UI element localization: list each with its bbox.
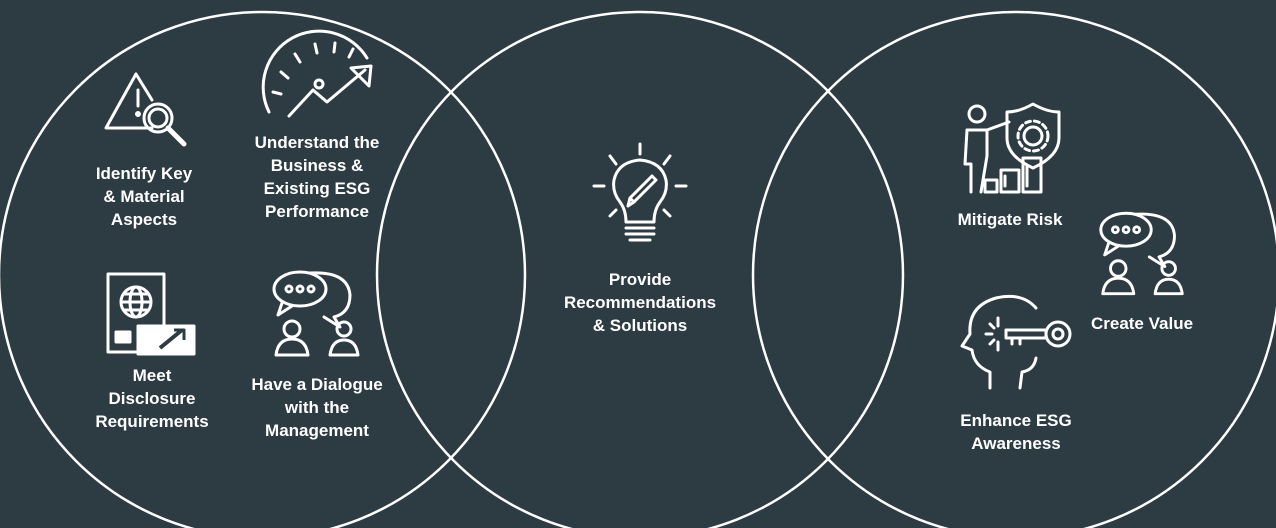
passport-globe-icon: [106, 272, 196, 356]
venn-circle-center: [375, 10, 905, 528]
label-provide-recommendations: Provide Recommendations & Solutions: [563, 270, 717, 335]
risk-shield-presenter-icon: [963, 102, 1061, 194]
dialogue-people-icon-2: [1099, 211, 1184, 296]
speedometer-growth-icon: [261, 29, 373, 118]
label-have-dialogue: Have a Dialogue with the Management: [251, 375, 383, 440]
label-understand-business: Understand the Business & Existing ESG P…: [254, 133, 380, 221]
label-enhance-esg-awareness: Enhance ESG Awareness: [960, 411, 1072, 453]
label-identify-key-aspects: Identify Key & Material Aspects: [95, 164, 193, 229]
label-meet-disclosure: Meet Disclosure Requirements: [95, 366, 209, 431]
label-create-value: Create Value: [1090, 314, 1194, 333]
head-key-icon: [960, 294, 1072, 390]
dialogue-people-icon: [272, 270, 360, 357]
warning-magnifier-icon: [104, 72, 187, 147]
label-mitigate-risk: Mitigate Risk: [957, 210, 1063, 229]
venn-circle-left: [0, 10, 527, 528]
venn-circle-right: [751, 10, 1276, 528]
lightbulb-pencil-icon: [592, 142, 688, 242]
